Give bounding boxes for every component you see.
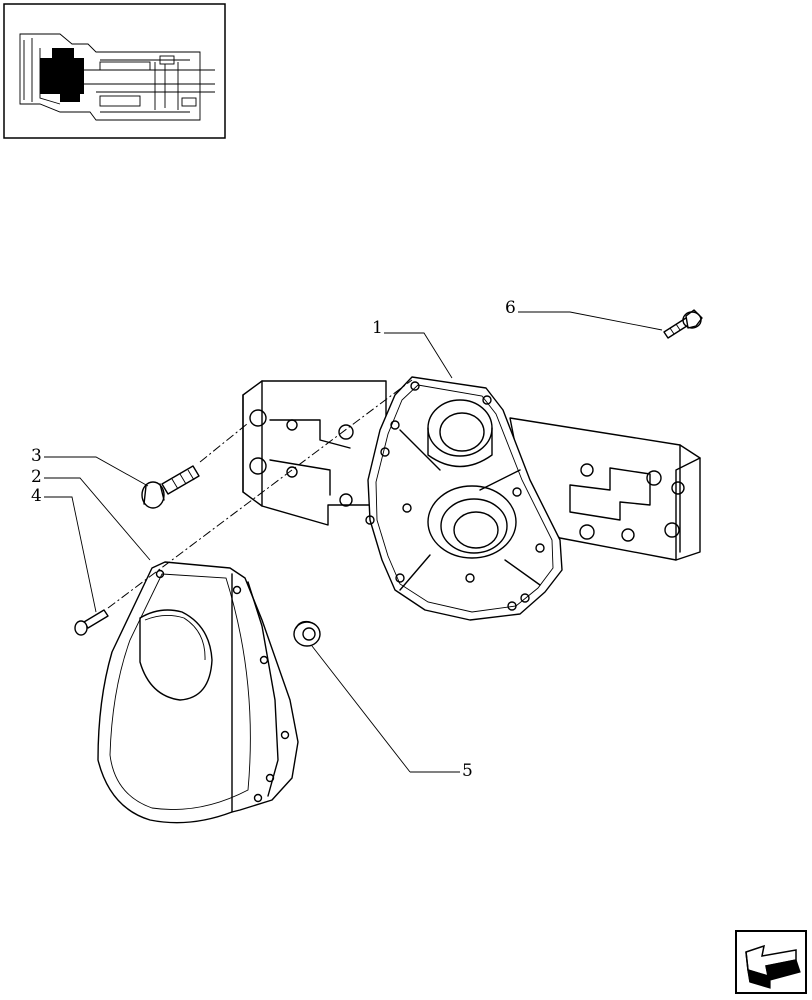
leader-5: [311, 645, 460, 773]
leader-2: [44, 477, 151, 561]
part-2-cover: [97, 561, 299, 824]
leader-4: [44, 496, 97, 613]
part-3-bolt: [141, 465, 200, 509]
assembly-axis-bolt-4: [107, 379, 413, 609]
assembly-axis-bolt-3: [199, 423, 248, 463]
leader-6: [518, 311, 663, 331]
callout-5: 5: [462, 761, 473, 781]
overview-thumbnail[interactable]: [3, 3, 226, 139]
callout-2: 2: [31, 467, 42, 487]
part-6-bolt: [663, 309, 703, 339]
part-1-housing: [242, 376, 701, 621]
leader-1: [384, 332, 453, 379]
next-page-arrow-icon[interactable]: [735, 930, 807, 994]
callout-1: 1: [372, 318, 383, 338]
part-4-bolt: [74, 609, 109, 636]
leader-lines: [44, 311, 663, 773]
transmission-cutaway-icon: [19, 33, 215, 121]
callout-3: 3: [31, 446, 42, 466]
central-casting: [365, 376, 563, 621]
part-5-bushing: [293, 620, 321, 647]
callout-6: 6: [505, 298, 516, 318]
callout-4: 4: [31, 486, 42, 506]
leader-3: [44, 456, 149, 487]
